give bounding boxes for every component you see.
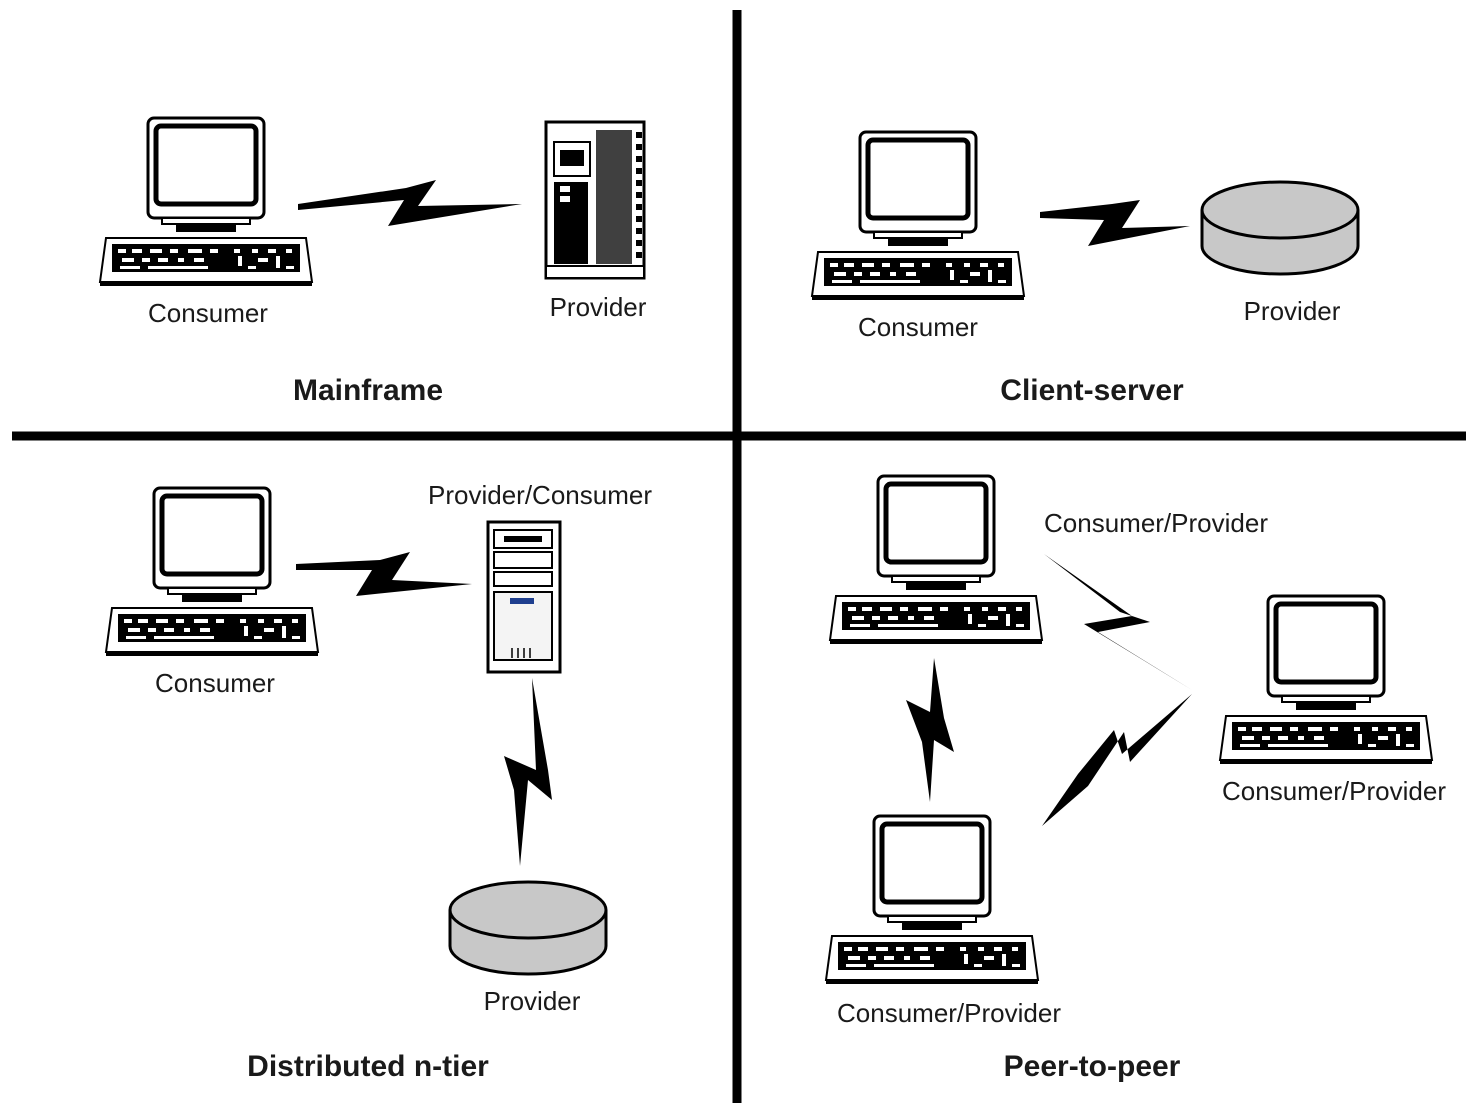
desktop-computer-icon <box>1220 596 1432 764</box>
consumer-provider-label: Consumer/Provider <box>837 998 1061 1028</box>
provider-consumer-label: Provider/Consumer <box>428 480 652 510</box>
consumer-label: Consumer <box>148 298 268 328</box>
desktop-computer-icon <box>830 476 1042 644</box>
lightning-link-icon <box>298 180 522 226</box>
quadrant-distributed: Provider/Consumer Consumer Provider Dist… <box>106 480 652 1083</box>
desktop-computer-icon <box>106 488 318 656</box>
consumer-label: Consumer <box>155 668 275 698</box>
lightning-link-icon <box>1044 554 1192 690</box>
quadrant-mainframe: Consumer Provider Mainframe <box>100 118 647 407</box>
provider-label: Provider <box>550 292 647 322</box>
consumer-label: Consumer <box>858 312 978 342</box>
consumer-provider-label: Consumer/Provider <box>1222 776 1446 806</box>
lightning-link-icon <box>906 658 954 802</box>
desktop-computer-icon <box>826 816 1038 984</box>
quadrant-title: Peer-to-peer <box>1004 1050 1181 1083</box>
consumer-provider-label: Consumer/Provider <box>1044 508 1268 538</box>
mainframe-server-icon <box>544 120 646 280</box>
tower-server-icon <box>486 520 562 674</box>
provider-label: Provider <box>1244 296 1341 326</box>
lightning-link-icon <box>504 678 552 866</box>
quadrant-title: Mainframe <box>293 374 443 407</box>
provider-label: Provider <box>484 986 581 1016</box>
quadrant-title: Distributed n-tier <box>247 1050 489 1083</box>
quadrant-title: Client-server <box>1000 374 1184 407</box>
lightning-link-icon <box>1040 200 1190 246</box>
desktop-computer-icon <box>100 118 312 286</box>
lightning-link-icon <box>296 552 472 596</box>
desktop-computer-icon <box>812 132 1024 300</box>
database-disk-icon <box>448 880 608 976</box>
quadrant-peer-to-peer: Consumer/Provider Consumer/Provider Cons… <box>826 476 1446 1083</box>
database-disk-icon <box>1200 180 1360 276</box>
quadrant-client-server: Consumer Provider Client-server <box>812 132 1360 407</box>
lightning-link-icon <box>1042 694 1192 826</box>
